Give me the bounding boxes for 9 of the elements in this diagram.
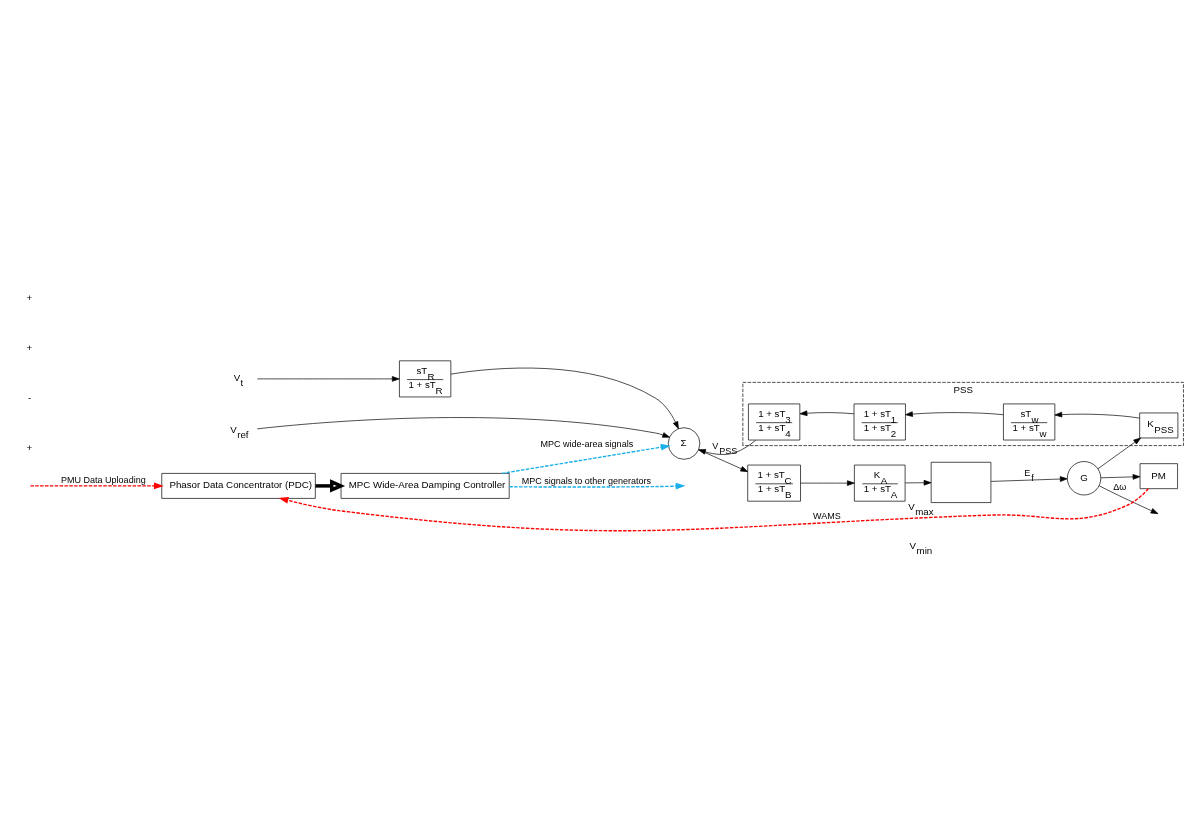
edge-label: PMU Data Uploading <box>61 475 146 486</box>
edge-label: MPC signals to other generators <box>521 476 652 487</box>
edge-label: WAMS <box>813 510 841 521</box>
label: + <box>26 441 33 453</box>
label: + <box>26 291 33 303</box>
label: - <box>28 391 32 403</box>
label: + <box>26 341 33 353</box>
edge-label: MPC wide-area signals <box>540 438 634 449</box>
edge-label: Δω <box>1113 482 1127 493</box>
